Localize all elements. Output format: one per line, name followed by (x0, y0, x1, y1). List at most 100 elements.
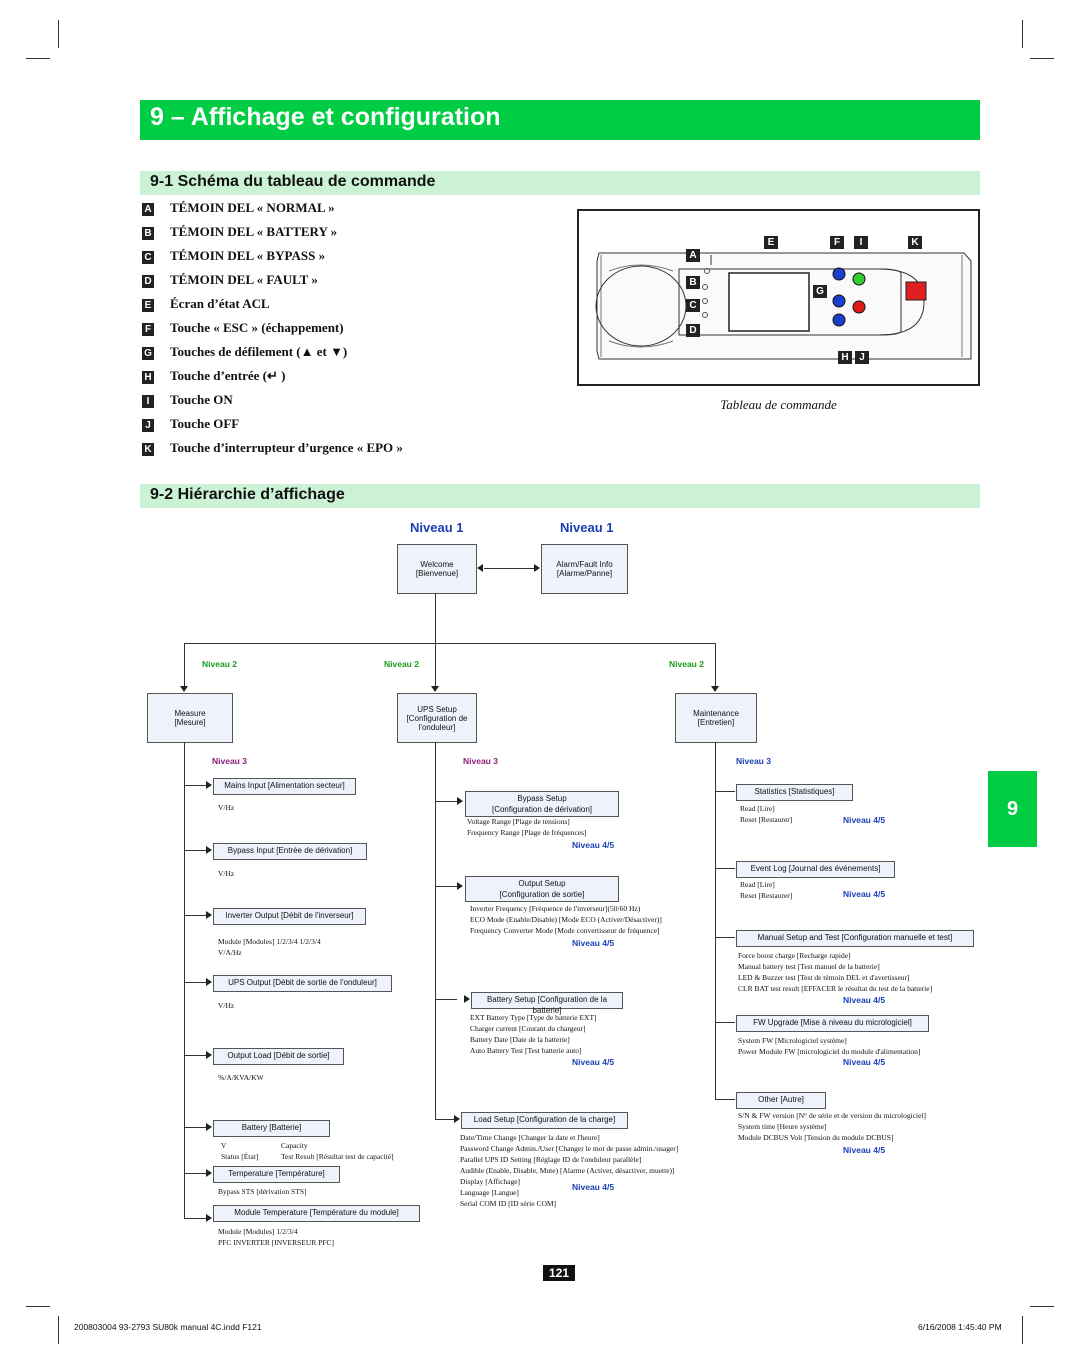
box-label: [Configuration de (406, 713, 468, 723)
legend-text: TÉMOIN DEL « BYPASS » (170, 248, 326, 263)
arrow-icon (457, 882, 463, 890)
box-label: Maintenance (693, 709, 739, 718)
connector-line (715, 643, 716, 687)
crop-mark (1030, 58, 1054, 59)
maintenance-box: Maintenance [Entretien] (675, 693, 757, 743)
menu-subitem: Status [État] (221, 1152, 259, 1161)
ups-setup-box: UPS Setup [Configuration de l'onduleur] (397, 693, 477, 743)
menu-subitem: Frequency Range [Plage de fréquences] (467, 828, 587, 837)
menu-box: Bypass Setup [Configuration de dérivatio… (465, 791, 619, 817)
menu-subitem: Test Result [Résultat test de capacité] (281, 1152, 394, 1161)
arrow-icon (477, 564, 483, 572)
box-label: Measure (174, 709, 206, 718)
arrow-icon (457, 797, 463, 805)
menu-subitem: EXT Battery Type [Type de batterie EXT] (470, 1013, 597, 1022)
box-label: UPS Setup (417, 704, 457, 714)
menu-subitem: V/Hz (218, 1001, 235, 1010)
connector-line (435, 742, 436, 1119)
level-label: Niveau 4/5 (572, 1057, 615, 1067)
menu-subitem: Reset [Restaurer] (740, 891, 793, 900)
level-label: Niveau 1 (410, 520, 464, 535)
menu-box: Manual Setup and Test [Configuration man… (736, 930, 974, 947)
connector-line (184, 982, 206, 983)
menu-box: Event Log [Journal des événements] (736, 861, 895, 878)
menu-subitem: Voltage Range [Plage de tensions] (467, 817, 570, 826)
menu-subitem: ECO Mode (Enable/Disable) [Mode ECO (Act… (470, 915, 662, 924)
menu-subitem: Reset [Restaurer] (740, 815, 793, 824)
legend-letter: B (142, 227, 154, 240)
legend-letter: G (142, 347, 154, 360)
panel-tag: J (855, 351, 869, 364)
menu-subitem: Battery Date [Date de la batterie] (470, 1035, 570, 1044)
level-label: Niveau 4/5 (572, 840, 615, 850)
arrow-icon (180, 686, 188, 692)
panel-tag: B (686, 276, 700, 289)
level-label: Niveau 2 (202, 659, 237, 669)
section-title: 9-1 Schéma du tableau de commande (150, 173, 436, 190)
legend-text: TÉMOIN DEL « BATTERY » (170, 224, 338, 239)
menu-box: Output Load [Débit de sortie] (213, 1048, 344, 1065)
arrow-icon (206, 1214, 212, 1222)
connector-line (484, 568, 534, 569)
menu-subitem: Date/Time Change [Changer la date et l'h… (460, 1133, 600, 1142)
panel-tag: C (686, 299, 700, 312)
level-label: Niveau 4/5 (572, 938, 615, 948)
legend-text: TÉMOIN DEL « NORMAL » (170, 200, 335, 215)
legend-text: Touche ON (170, 392, 233, 407)
box-label: Bypass Setup (517, 794, 567, 803)
menu-subitem: Frequency Converter Mode [Mode convertis… (470, 926, 660, 935)
footer-file: 200803004 93-2793 SU80k manual 4C.indd F… (74, 1322, 262, 1332)
box-label: [Configuration de sortie] (499, 890, 585, 899)
arrow-icon (206, 846, 212, 854)
menu-subitem: Serial COM ID [ID série COM] (460, 1199, 557, 1208)
arrow-icon (711, 686, 719, 692)
connector-line (715, 791, 735, 792)
page-number: 121 (543, 1265, 575, 1281)
level-label: Niveau 4/5 (843, 889, 886, 899)
box-label: [Configuration de dérivation] (491, 805, 593, 814)
connector-line (184, 643, 716, 644)
legend-letter: A (142, 203, 154, 216)
connector-line (184, 1127, 206, 1128)
crop-mark (26, 58, 50, 59)
menu-box: Bypass Input [Entrée de dérivation] (213, 843, 367, 860)
menu-subitem: Module [Modules] 1/2/3/4 (218, 1227, 298, 1236)
menu-subitem: Capacity (281, 1141, 308, 1150)
menu-box: FW Upgrade [Mise à niveau du micrologici… (736, 1015, 929, 1032)
crop-mark (1022, 1316, 1023, 1344)
connector-line (435, 593, 436, 643)
legend-text: Touches de défilement (▲ et ▼) (170, 344, 348, 359)
connector-line (184, 643, 185, 687)
menu-subitem: Display [Affichage] (460, 1177, 521, 1186)
connector-line (184, 1055, 206, 1056)
level-label: Niveau 4/5 (843, 815, 886, 825)
connector-line (184, 1218, 206, 1219)
legend-letter: J (142, 419, 154, 432)
box-label: Alarm/Fault Info (556, 560, 613, 569)
legend-letter: E (142, 299, 154, 312)
connector-line (435, 999, 457, 1000)
connector-line (184, 915, 206, 916)
menu-subitem: LED & Buzzer test [Test de témoin DEL et… (738, 973, 910, 982)
menu-box: Battery Setup [Configuration de la batte… (471, 992, 623, 1015)
arrow-icon (464, 995, 470, 1003)
menu-subitem: V/Hz (218, 803, 235, 812)
legend-text: Touche OFF (170, 416, 240, 431)
section-header: 9-1 Schéma du tableau de commande (140, 171, 980, 195)
box-label: Output Setup (518, 879, 566, 888)
arrow-icon (206, 1051, 212, 1059)
section-title: 9-2 Hiérarchie d’affichage (150, 486, 345, 503)
level-label: Niveau 3 (463, 756, 498, 766)
menu-subitem: V/Hz (218, 869, 235, 878)
menu-subitem: Inverter Frequency [Fréquence de l'inver… (470, 904, 641, 913)
menu-box: UPS Output [Débit de sortie de l'onduleu… (213, 975, 392, 992)
menu-subitem: Read [Lire] (740, 880, 775, 889)
alarm-box: Alarm/Fault Info [Alarme/Panne] (541, 544, 628, 594)
menu-box: Statistics [Statistiques] (736, 784, 853, 801)
arrow-icon (206, 1169, 212, 1177)
menu-box: Output Setup [Configuration de sortie] (465, 876, 619, 902)
connector-line (435, 1119, 457, 1120)
legend-text: TÉMOIN DEL « FAULT » (170, 272, 318, 287)
connector-line (184, 1173, 206, 1174)
level-label: Niveau 4/5 (843, 1057, 886, 1067)
